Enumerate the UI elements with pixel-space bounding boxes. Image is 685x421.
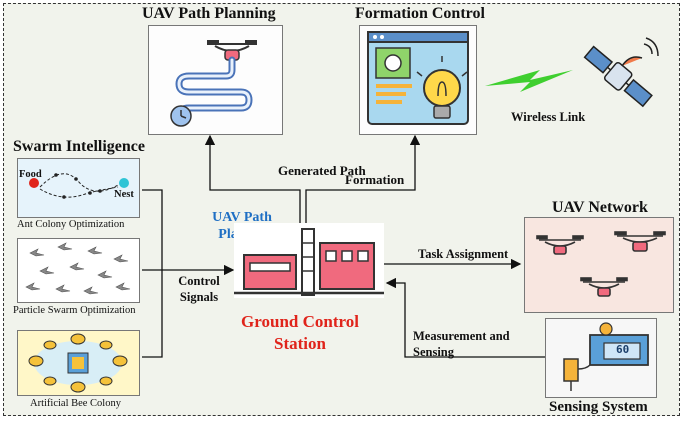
sensor-display-value: 60	[616, 343, 630, 356]
drone-3	[580, 277, 628, 297]
wireless-link-label: Wireless Link	[511, 110, 586, 124]
formation-control-title: Formation Control	[355, 5, 485, 22]
food-label: Food	[19, 169, 42, 180]
wireless-bolt	[485, 70, 573, 92]
drone-2	[614, 231, 666, 252]
sensing-system-title: Sensing System	[549, 399, 648, 415]
path-planning-title: UAV Path Planning	[142, 5, 276, 22]
formation-arrow	[305, 134, 421, 225]
particle-swarm-icon	[25, 242, 131, 295]
uav-network-title: UAV Network	[552, 199, 648, 216]
generated-path-arrow	[204, 134, 301, 225]
formation-control-icon	[367, 31, 469, 125]
ant-colony-panel	[17, 158, 140, 218]
generated-path-label: Generated Path	[278, 163, 366, 178]
sensing-system-panel	[545, 318, 657, 398]
swarm-intelligence-title: Swarm Intelligence	[13, 138, 145, 155]
formation-label: Formation	[345, 172, 405, 187]
station-label: Ground Control Station	[241, 312, 359, 353]
ground-station-icon	[234, 223, 384, 298]
particle-swarm-label: Particle Swarm Optimization	[13, 305, 136, 316]
measurement-arrow	[385, 277, 545, 358]
satellite-icon	[583, 37, 659, 108]
uav-network-icon	[536, 231, 666, 297]
bee-colony-icon	[28, 333, 128, 393]
control-signals-bracket	[142, 189, 163, 358]
path-planning-icon	[170, 40, 257, 127]
bee-colony-label: Artificial Bee Colony	[30, 398, 121, 409]
particle-swarm-panel	[17, 238, 140, 303]
control-signals-label: Control Signals	[178, 274, 220, 304]
path-planning-panel	[148, 25, 283, 135]
ant-colony-label: Ant Colony Optimization	[17, 219, 125, 230]
nest-label: Nest	[114, 189, 134, 200]
bee-colony-panel	[17, 330, 140, 396]
drone-1	[536, 235, 584, 255]
uav-network-panel	[524, 217, 674, 313]
task-assignment-label: Task Assignment	[418, 247, 509, 261]
measurement-label: Measurement and Sensing	[413, 329, 510, 359]
formation-control-panel	[359, 25, 477, 135]
ant-colony-icon	[29, 173, 129, 199]
sensing-system-icon	[563, 322, 649, 391]
